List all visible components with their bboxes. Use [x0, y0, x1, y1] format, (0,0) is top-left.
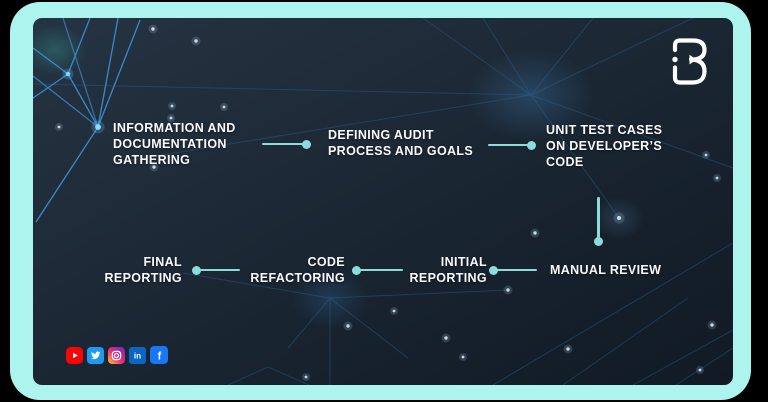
instagram-icon	[108, 346, 125, 364]
step-defining-audit-process-and-goals: DEFINING AUDIT PROCESS AND GOALS	[328, 127, 473, 159]
step-label-line: UNIT TEST CASES	[546, 123, 663, 137]
youtube-icon	[66, 346, 83, 364]
ib-monogram-logo-icon	[672, 38, 707, 85]
step-information-documentation-gathering: INFORMATION AND DOCUMENTATION GATHERING	[113, 120, 236, 168]
frame-border	[10, 2, 751, 400]
connector-line	[360, 268, 403, 272]
step-initial-reporting: INITIAL REPORTING	[380, 254, 487, 286]
connector-line	[262, 142, 303, 145]
step-label-line: REPORTING	[104, 271, 182, 285]
twitter-icon	[87, 346, 104, 364]
step-label-line: INITIAL	[440, 255, 487, 269]
step-label-line: PROCESS AND GOALS	[328, 144, 474, 158]
connector-line	[488, 143, 528, 146]
step-label-line: DEFINING AUDIT	[328, 128, 434, 142]
step-label-line: CODE	[307, 255, 345, 269]
step-final-reporting: FINAL REPORTING	[80, 254, 182, 286]
connector-line	[200, 268, 240, 272]
step-label-line: INFORMATION AND	[113, 121, 236, 135]
linkedin-icon: in	[129, 346, 146, 364]
network-decoration	[33, 18, 733, 385]
step-label-line: REFACTORING	[250, 271, 345, 285]
step-unit-test-cases-on-developers-code: UNIT TEST CASES ON DEVELOPER’S CODE	[546, 122, 662, 170]
step-label-line: ON DEVELOPER’S	[546, 139, 663, 153]
step-label-line: REPORTING	[409, 271, 487, 285]
social-icon-row: in f	[66, 346, 168, 364]
connector-dot	[527, 141, 536, 150]
step-label-line: DOCUMENTATION	[113, 137, 227, 151]
connector-line-vertical	[597, 197, 600, 238]
facebook-icon: f	[150, 346, 168, 364]
connector-dot	[192, 265, 201, 275]
connector-dot	[594, 237, 603, 246]
step-label-line: CODE	[546, 155, 584, 169]
brand-logo	[666, 37, 712, 87]
svg-text:f: f	[158, 351, 162, 363]
connector-dot	[352, 265, 361, 275]
connector-dot	[302, 140, 311, 149]
step-code-refactoring: CODE REFACTORING	[230, 254, 345, 286]
panel-background	[33, 18, 733, 385]
connector-dot	[489, 265, 498, 275]
step-label-line: MANUAL REVIEW	[550, 263, 662, 277]
step-manual-review: MANUAL REVIEW	[550, 262, 661, 278]
svg-text:in: in	[134, 351, 141, 360]
step-label-line: FINAL	[143, 255, 182, 269]
connector-line	[497, 268, 537, 272]
step-label-line: GATHERING	[113, 153, 191, 167]
